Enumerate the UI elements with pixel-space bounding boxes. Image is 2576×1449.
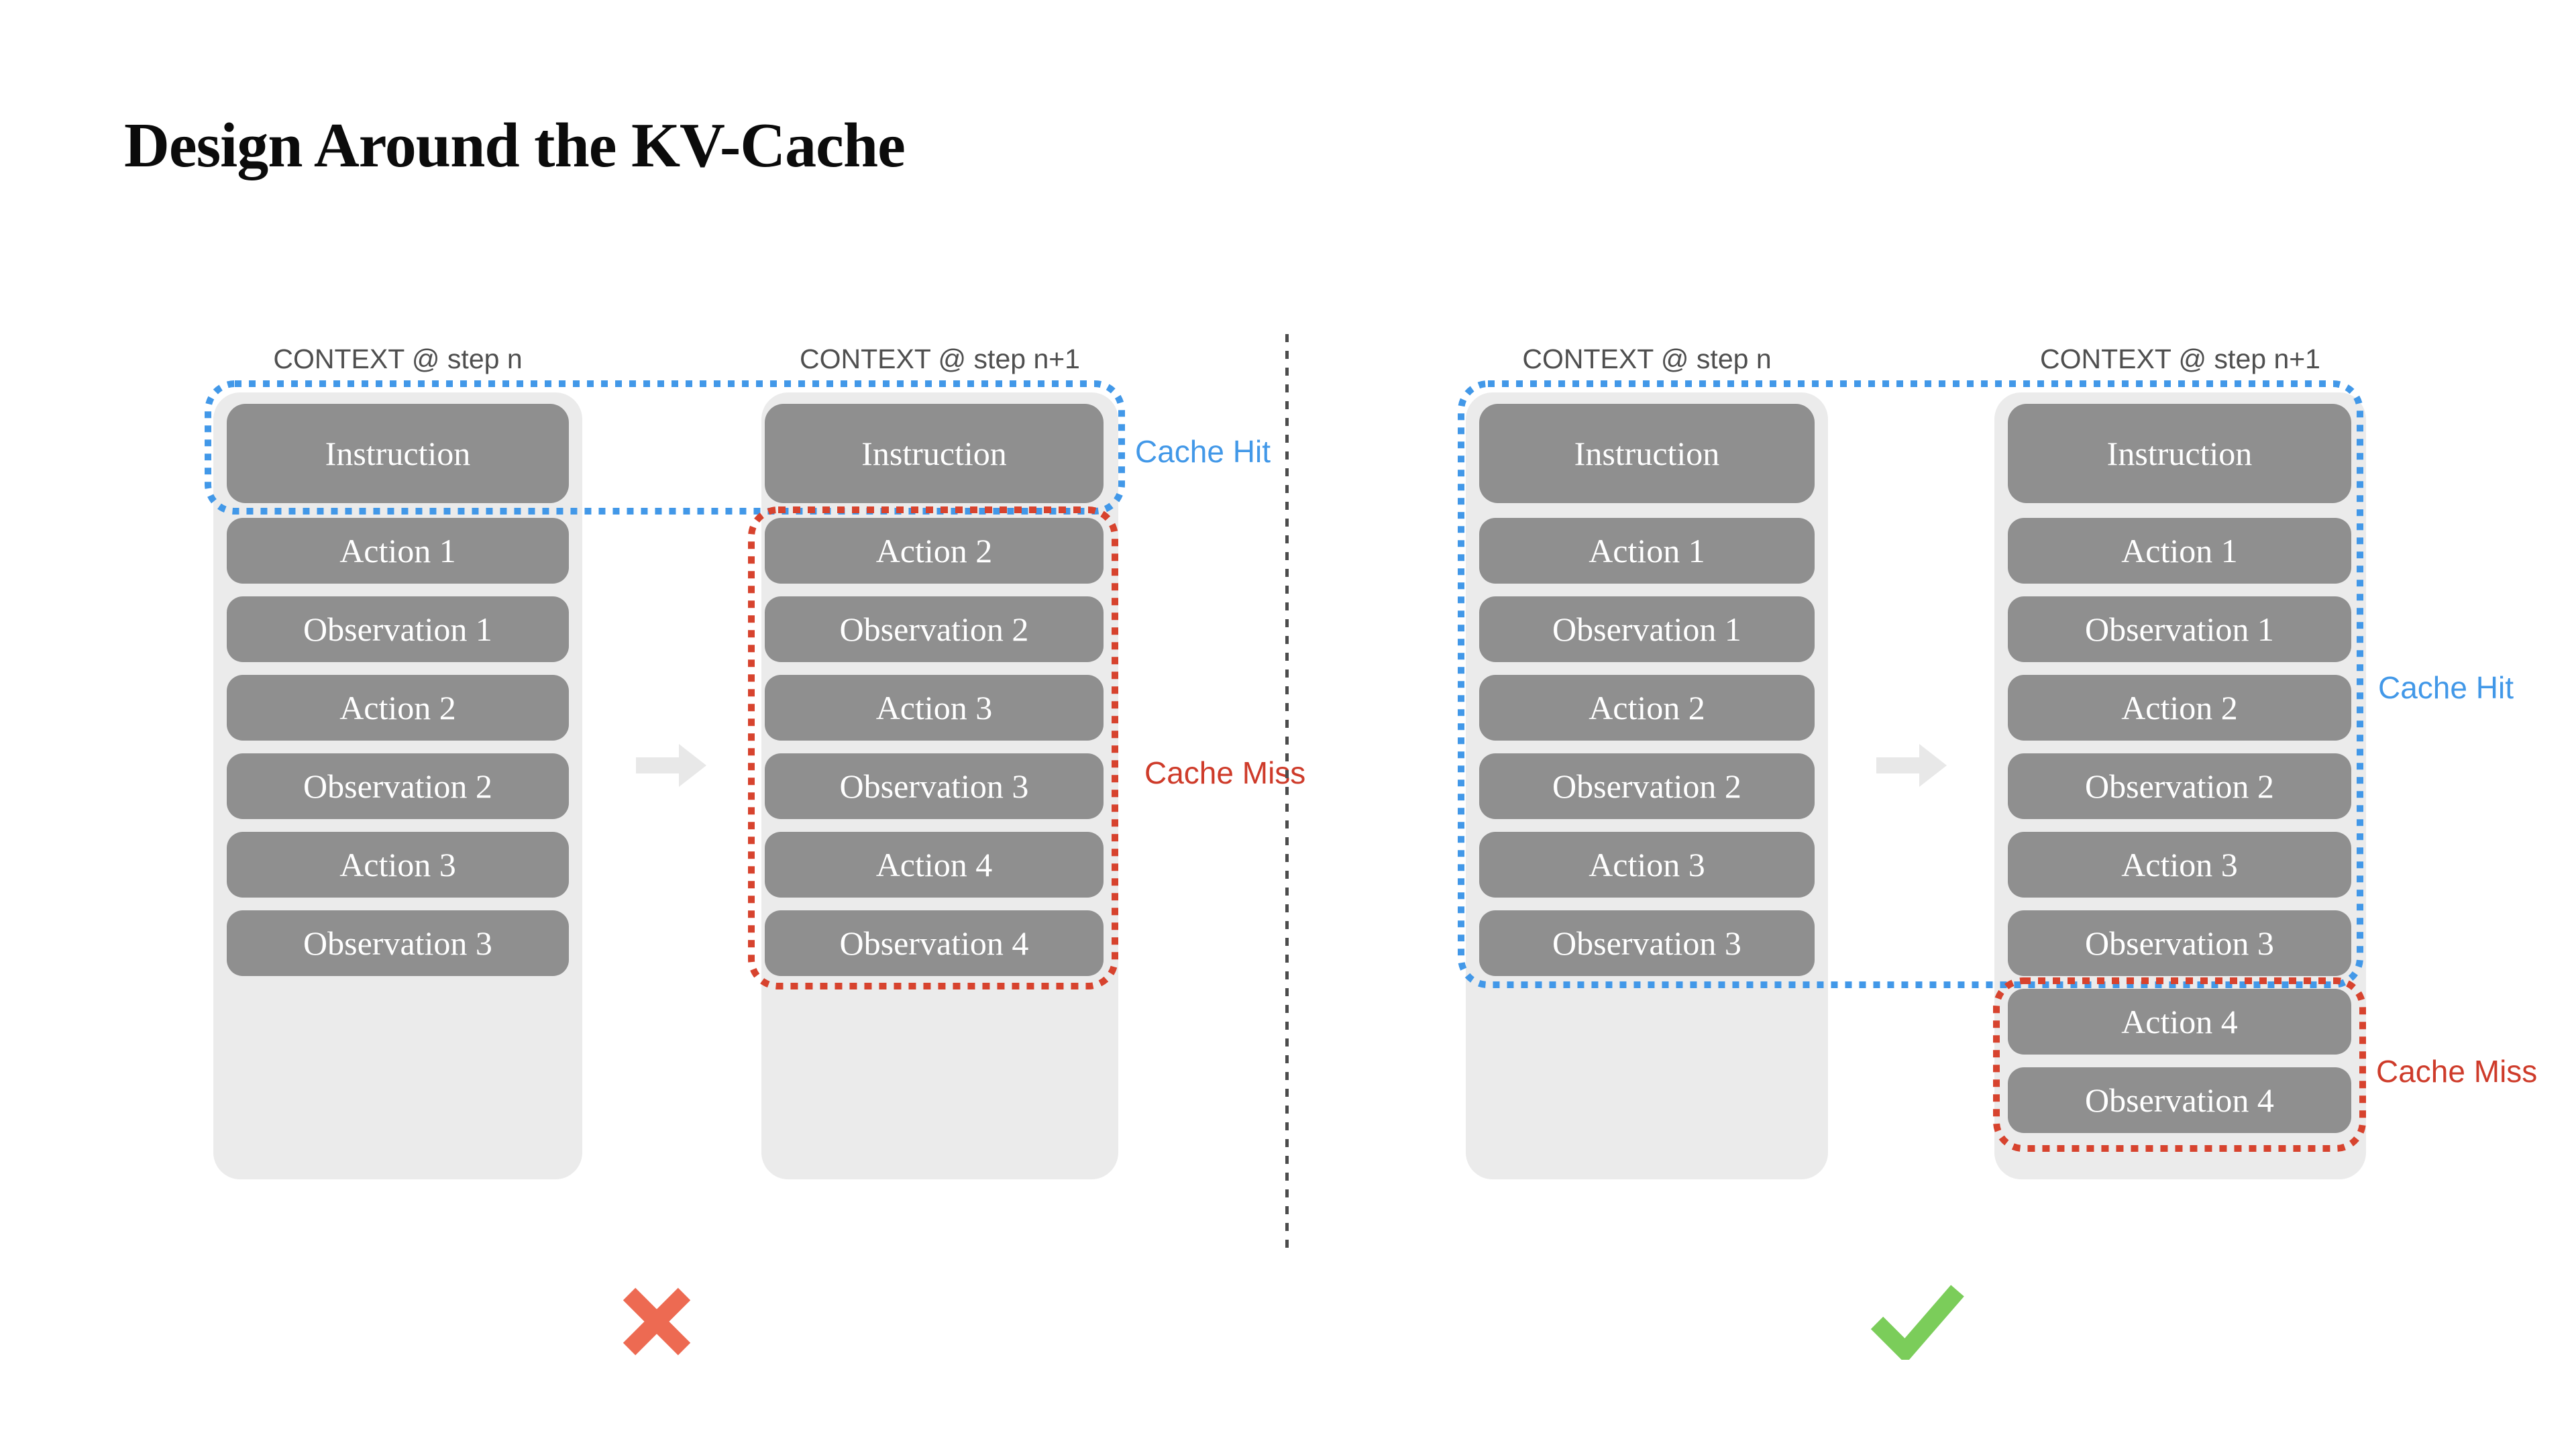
context-box: Action 3	[1479, 832, 1815, 898]
context-box: Action 3	[765, 675, 1104, 741]
context-box: Observation 1	[2008, 596, 2351, 662]
cross-icon	[623, 1287, 691, 1356]
cache-miss-label: Cache Miss	[2376, 1054, 2538, 1089]
context-box: Observation 2	[227, 753, 569, 819]
context-box: Instruction	[1479, 404, 1815, 503]
context-box: Observation 3	[2008, 910, 2351, 976]
context-box: Action 2	[2008, 675, 2351, 741]
column-header-step-n: CONTEXT @ step n	[1522, 343, 1772, 374]
cache-hit-label: Cache Hit	[1135, 434, 1271, 469]
context-box: Action 1	[2008, 518, 2351, 584]
context-box: Action 2	[227, 675, 569, 741]
context-box: Observation 1	[227, 596, 569, 662]
context-box: Action 2	[765, 518, 1104, 584]
column-header-step-n1: CONTEXT @ step n+1	[2040, 343, 2320, 374]
context-box: Instruction	[227, 404, 569, 503]
context-box: Action 4	[765, 832, 1104, 898]
panel-divider	[1285, 334, 1289, 1250]
context-box: Observation 2	[765, 596, 1104, 662]
context-box: Observation 4	[2008, 1067, 2351, 1133]
context-box: Observation 3	[1479, 910, 1815, 976]
cache-miss-label: Cache Miss	[1144, 755, 1306, 790]
check-icon	[1870, 1285, 1964, 1360]
context-box: Instruction	[2008, 404, 2351, 503]
context-box: Observation 1	[1479, 596, 1815, 662]
column-header-step-n: CONTEXT @ step n	[273, 343, 523, 374]
context-box: Observation 2	[2008, 753, 2351, 819]
context-box: Action 3	[227, 832, 569, 898]
context-box: Observation 3	[765, 753, 1104, 819]
context-box: Observation 4	[765, 910, 1104, 976]
context-box: Observation 2	[1479, 753, 1815, 819]
context-box: Instruction	[765, 404, 1104, 503]
arrow-right-icon	[636, 744, 706, 787]
context-box: Action 1	[227, 518, 569, 584]
arrow-right-icon	[1876, 744, 1947, 787]
context-box: Action 4	[2008, 989, 2351, 1055]
page-title: Design Around the KV-Cache	[124, 111, 906, 180]
column-header-step-n1: CONTEXT @ step n+1	[800, 343, 1080, 374]
context-box: Action 2	[1479, 675, 1815, 741]
context-box: Action 3	[2008, 832, 2351, 898]
cache-hit-label: Cache Hit	[2378, 670, 2514, 705]
context-box: Action 1	[1479, 518, 1815, 584]
context-box: Observation 3	[227, 910, 569, 976]
